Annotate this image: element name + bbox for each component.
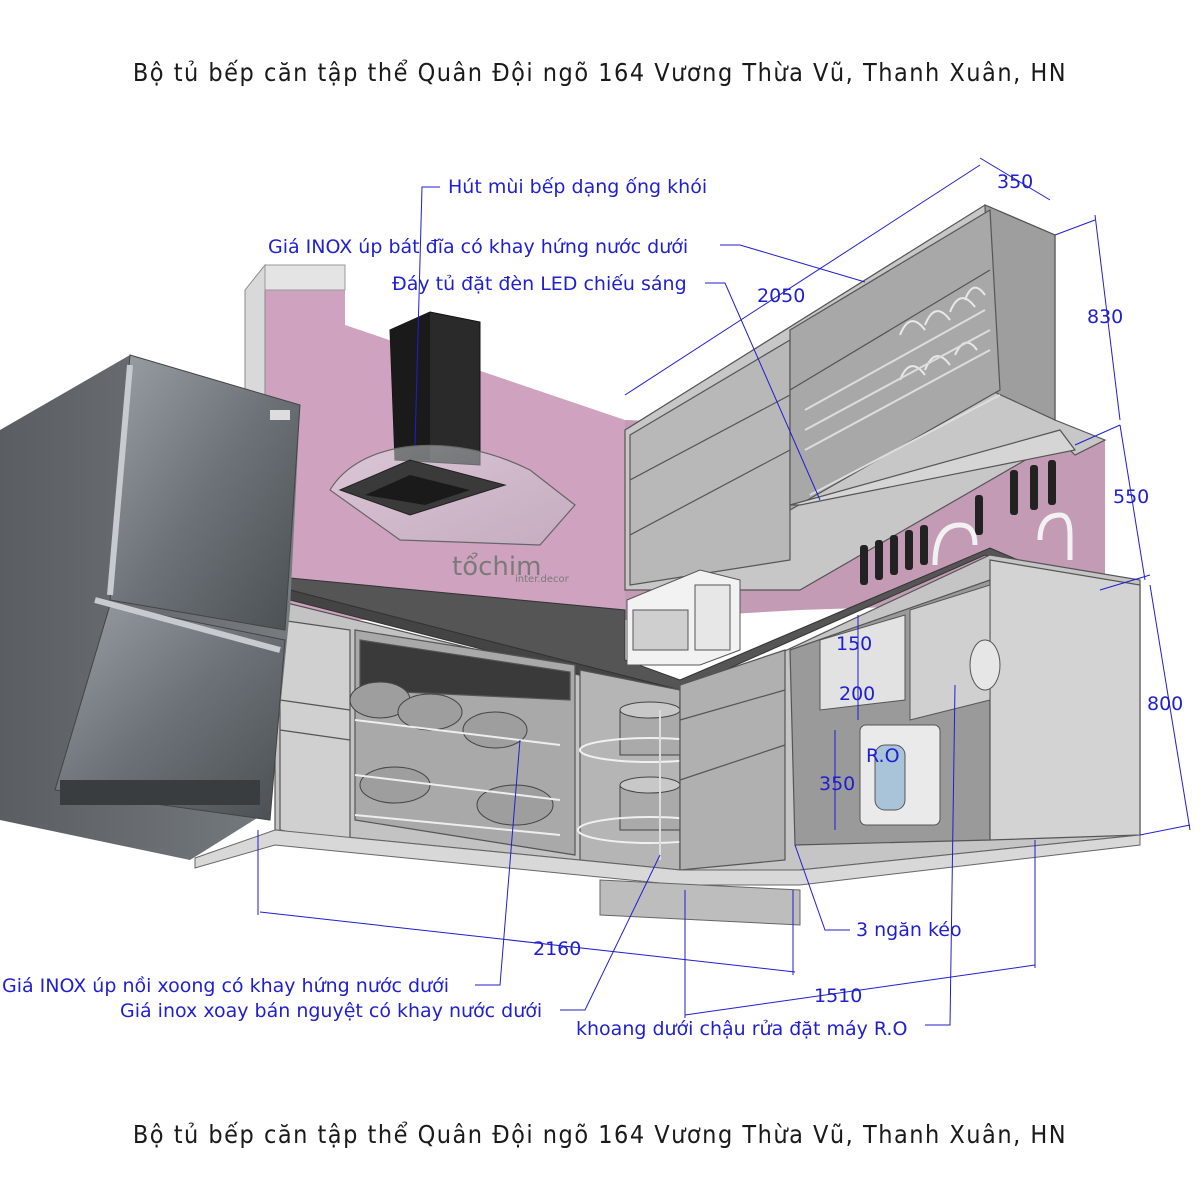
leader-lines <box>257 157 1191 1026</box>
label-drawers: 3 ngăn kéo <box>856 919 962 941</box>
dim-sink-depth: 150 <box>836 633 872 655</box>
logo-main: tổchim <box>452 551 541 582</box>
swivel-rack <box>577 701 723 860</box>
logo-sub: inter.decor <box>515 574 570 585</box>
dim-right-run: 1510 <box>814 985 862 1007</box>
label-ro-unit: R.O <box>866 745 900 767</box>
sink-and-ro <box>819 584 1001 826</box>
page-title: Bộ tủ bếp căn tập thể Quân Đội ngõ 164 V… <box>132 58 1068 87</box>
label-dish-rack: Giá INOX úp bát đĩa có khay hứng nước dư… <box>268 236 688 258</box>
label-ro-space: khoang dưới chậu rửa đặt máy R.O <box>576 1018 907 1040</box>
page-caption: Bộ tủ bếp căn tập thể Quân Đội ngõ 164 V… <box>132 1120 1068 1149</box>
label-hood: Hút mùi bếp dạng ống khói <box>448 176 707 198</box>
refrigerator <box>0 354 301 860</box>
dim-upper-width: 2050 <box>757 285 805 307</box>
brand-logo: tổchim inter.decor <box>452 551 570 585</box>
dim-base-height: 800 <box>1147 693 1183 715</box>
dim-upper-height: 830 <box>1087 306 1123 328</box>
plinth <box>194 829 1141 926</box>
dim-backsplash: 550 <box>1113 486 1149 508</box>
dim-ro-clearance: 350 <box>819 773 855 795</box>
hanging-utensils <box>860 460 1056 585</box>
faucet <box>932 512 1073 566</box>
label-led: Đáy tủ đặt đèn LED chiếu sáng <box>392 273 687 295</box>
label-swivel-rack: Giá inox xoay bán nguyệt có khay nước dư… <box>120 1000 542 1022</box>
label-pot-rack: Giá INOX úp nồi xoong có khay hứng nước … <box>2 975 449 997</box>
dim-left-run: 2160 <box>533 938 581 960</box>
range-hood <box>329 311 576 546</box>
dim-upper-depth: 350 <box>997 171 1033 193</box>
microwave <box>626 569 741 666</box>
dim-sink-height: 200 <box>839 683 875 705</box>
dish-rack <box>804 286 1001 496</box>
